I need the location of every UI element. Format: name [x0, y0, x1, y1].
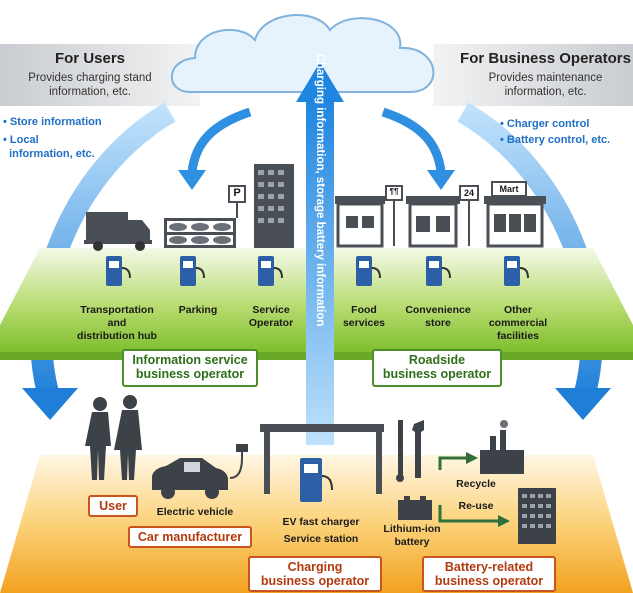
lithium-battery-icon [398, 496, 432, 520]
label-transport-2: and [107, 317, 127, 329]
mart-sign-text: Mart [499, 184, 519, 194]
label-parking: Parking [178, 304, 218, 316]
label-lithium-2: battery [394, 536, 430, 548]
cloud-left-arrow [187, 107, 252, 173]
user-box: User [88, 495, 138, 517]
label-recycle: Recycle [456, 478, 496, 490]
parking-sign-pole [236, 202, 238, 218]
battery-facility-icon [518, 488, 556, 544]
label-lithium-1: Lithium-ion [383, 523, 441, 535]
charging-operator-box: Charging business operator [248, 556, 382, 592]
label-transport-3: distribution hub [77, 330, 157, 342]
business-bullet-charger: • Charger control [500, 118, 590, 130]
user-people-icon [85, 395, 142, 480]
battery-line-2: business operator [434, 574, 544, 589]
charger-icon-other [504, 256, 529, 286]
food-sign-pole [393, 200, 395, 246]
cloud-icon [170, 14, 435, 93]
label-other-3: facilities [496, 330, 540, 342]
tools-icon [396, 420, 424, 482]
label-service-2: Operator [248, 317, 294, 329]
label-other-1: Other [503, 304, 532, 316]
label-electric-vehicle: Electric vehicle [156, 506, 234, 518]
business-title: For Business Operators [460, 50, 631, 67]
charger-icon-convenience [426, 256, 451, 286]
users-bullet-info: information, etc. [3, 148, 95, 160]
cloud-right-arrow [381, 107, 446, 173]
food-sign-text: ¶¶ [389, 187, 399, 196]
label-transport-1: Transportation [80, 304, 154, 316]
ev-plug-icon [236, 444, 248, 452]
charger-icon-transport [106, 256, 131, 286]
right-arc-arrow-head [555, 388, 611, 420]
label-food-2: services [342, 317, 386, 329]
car-manufacturer-box: Car manufacturer [128, 526, 252, 548]
users-bullet-local: • Local [3, 134, 39, 146]
center-arrow-label: Charging information, storage battery in… [314, 53, 326, 327]
users-bullet-store: • Store information [3, 116, 102, 128]
label-convenience-1: Convenience [405, 304, 471, 316]
business-desc-1: Provides maintenance [488, 72, 603, 84]
recycle-arrow-head [466, 452, 478, 464]
cloud-left-arrow-head [178, 170, 206, 190]
users-desc-2: information, etc. [49, 86, 131, 98]
center-up-arrow-head [296, 62, 344, 102]
label-convenience-2: store [425, 317, 451, 329]
mart-building-icon [484, 196, 546, 248]
truck-icon [84, 212, 152, 251]
info-service-operator-box: Information service business operator [122, 349, 258, 387]
battery-operator-box: Battery-related business operator [422, 556, 556, 592]
business-bullet-battery: • Battery control, etc. [500, 134, 611, 146]
info-service-line-1: Information service [132, 353, 248, 367]
info-service-line-2: business operator [135, 367, 245, 382]
ev-cable [229, 448, 243, 479]
roadside-line-2: business operator [382, 367, 492, 382]
store-sign-text: 24 [463, 188, 474, 198]
label-service-1: Service [252, 304, 290, 316]
business-header-band [433, 44, 633, 106]
reuse-arrow [438, 505, 500, 523]
store-sign-pole [468, 200, 470, 246]
charger-icon-parking [180, 256, 205, 286]
center-up-arrow [306, 100, 334, 445]
charging-line-2: business operator [260, 574, 370, 589]
left-arc-arrow-head [22, 388, 78, 420]
parking-sign-text: P [233, 187, 241, 199]
label-other-2: commercial [488, 317, 548, 329]
recycle-arrow [438, 456, 468, 470]
users-title: For Users [54, 50, 126, 67]
mart-sign-board [491, 181, 527, 197]
parking-garage-icon [164, 218, 236, 248]
reuse-arrow-head [498, 515, 510, 527]
users-desc-1: Provides charging stand [28, 72, 152, 84]
roadside-operator-box: Roadside business operator [372, 349, 502, 387]
factory-icon [480, 420, 524, 474]
food-shop-icon [335, 196, 385, 248]
cloud-right-arrow-head [427, 170, 455, 190]
users-header-band [0, 44, 200, 106]
business-desc-2: information, etc. [504, 86, 587, 98]
label-reuse: Re-use [458, 500, 494, 512]
label-service-station: Service station [283, 533, 359, 545]
roadside-line-1: Roadside [408, 353, 466, 367]
service-station-icon [260, 424, 384, 502]
charger-icon-service [258, 256, 283, 286]
charger-icon-food [356, 256, 381, 286]
label-food-1: Food [351, 304, 377, 316]
battery-line-1: Battery-related [444, 560, 534, 574]
electric-vehicle-icon [152, 458, 228, 499]
charging-line-1: Charging [287, 560, 343, 574]
convenience-store-icon [406, 196, 460, 248]
office-building-icon [254, 164, 294, 248]
label-ev-fast-charger: EV fast charger [282, 516, 360, 528]
